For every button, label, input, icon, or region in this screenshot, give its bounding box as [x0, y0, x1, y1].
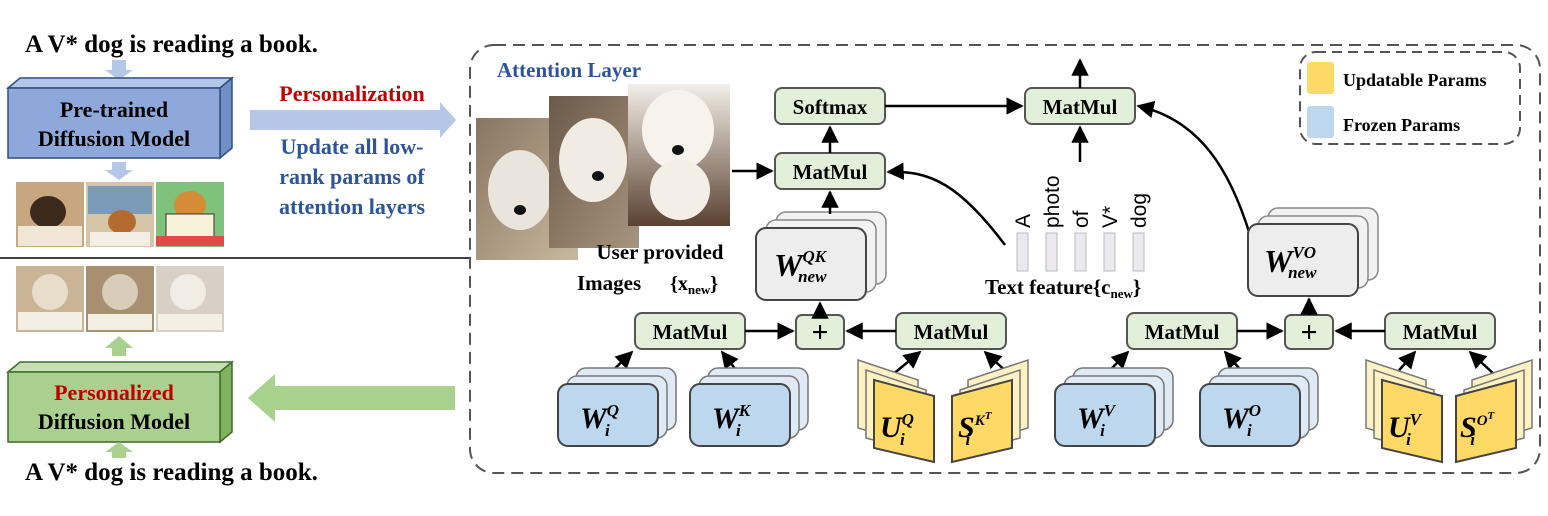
matmul-wvwo-node: MatMul	[1126, 312, 1238, 350]
matmul-uvso-label: MatMul	[1403, 320, 1478, 344]
legend: Updatable Params Frozen Params	[1299, 51, 1521, 145]
arrow-so-to-mm	[1468, 350, 1496, 376]
legend-updatable-swatch	[1307, 62, 1334, 94]
personalized-return-arrow	[248, 374, 455, 422]
prompt-bottom: A V* dog is reading a book.	[25, 459, 318, 486]
arrow-prompt-to-pretrained	[105, 60, 133, 80]
prompt-top: A V* dog is reading a book.	[25, 31, 318, 58]
arrow-personalized-to-images	[105, 336, 133, 356]
user-provided-images	[476, 84, 730, 260]
plus-node-qk: +	[795, 314, 845, 350]
softmax-label: Softmax	[793, 95, 868, 119]
matmul-qk-label: MatMul	[793, 160, 868, 184]
matmul-qk-node: MatMul	[774, 152, 886, 190]
update-line1: Update all low-	[281, 134, 424, 159]
pretrained-model-box: Pre-trained Diffusion Model	[5, 76, 235, 160]
arrow-text-to-qk	[886, 162, 1006, 246]
pretrained-title-line2: Diffusion Model	[38, 126, 190, 151]
token-of: of	[1070, 210, 1093, 228]
arrow-prompt-to-personalized	[105, 442, 133, 458]
matmul-uqsk-node: MatMul	[895, 312, 1007, 350]
token-v: V*	[1099, 206, 1122, 228]
matmul-top-label: MatMul	[1043, 95, 1118, 119]
update-line3: attention layers	[279, 194, 425, 219]
personalization-arrow	[250, 102, 456, 138]
update-line2: rank params of	[279, 164, 425, 189]
arrow-pretrained-to-images	[105, 162, 133, 180]
softmax-node: Softmax	[774, 87, 886, 125]
personalized-model-box: Personalized Diffusion Model	[5, 360, 235, 444]
text-feature-label: Text feature{cnew}	[985, 275, 1141, 301]
legend-frozen-swatch	[1307, 106, 1334, 138]
arrow-uq-to-mm	[891, 350, 922, 376]
pretrained-output-images	[16, 182, 224, 247]
token-a: A	[1012, 214, 1035, 228]
legend-frozen-label: Frozen Params	[1343, 115, 1460, 135]
user-images-math: {xnew}	[670, 273, 718, 297]
matmul-wqwk-label: MatMul	[653, 320, 728, 344]
personalized-title-line1: Personalized	[54, 380, 174, 405]
token-photo: photo	[1041, 175, 1064, 228]
personalization-label: Personalization	[279, 81, 424, 106]
text-feature-tokens: A photo of V* dog	[1012, 175, 1151, 272]
pretrained-title-line1: Pre-trained	[60, 97, 168, 122]
legend-updatable-label: Updatable Params	[1343, 70, 1487, 90]
matmul-top-node: MatMul	[1024, 87, 1136, 125]
arrow-vo-to-matmul	[1136, 100, 1252, 236]
user-images-line2: Images	[577, 271, 641, 295]
matmul-uvso-node: MatMul	[1384, 312, 1496, 350]
matmul-uqsk-label: MatMul	[914, 320, 989, 344]
plus-node-vo: +	[1284, 314, 1334, 350]
attention-layer-title: Attention Layer	[497, 58, 641, 82]
matmul-wqwk-node: MatMul	[634, 312, 746, 350]
plus-qk-label: +	[811, 316, 828, 349]
token-dog: dog	[1128, 193, 1151, 228]
personalized-title-line2: Diffusion Model	[38, 409, 190, 434]
attention-layer-frame	[469, 44, 1541, 474]
personalized-output-images	[16, 266, 224, 332]
plus-vo-label: +	[1300, 316, 1317, 349]
user-images-line1: User provided	[597, 240, 724, 264]
matmul-wvwo-label: MatMul	[1145, 320, 1220, 344]
